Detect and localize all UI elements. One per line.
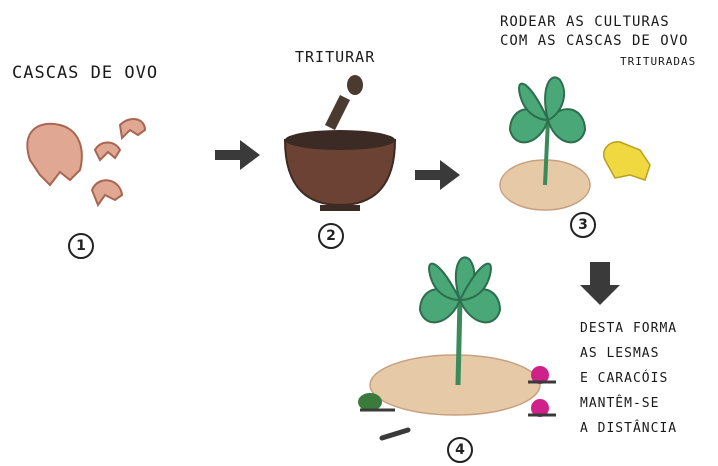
step1-number: 1	[68, 233, 94, 259]
step4-caption-line1: DESTA FORMA	[580, 322, 677, 335]
step4-number: 4	[447, 437, 473, 463]
snail-icon	[528, 366, 556, 384]
plant-step3-drawing	[500, 77, 650, 210]
glove-icon	[604, 142, 650, 180]
step3-caption-line3: TRITURADAS	[620, 56, 696, 67]
eggshells-drawing	[27, 119, 145, 205]
slug	[382, 430, 408, 438]
step3-caption-line2: COM AS CASCAS DE OVO	[500, 34, 689, 48]
step1-caption: CASCAS DE OVO	[12, 65, 158, 82]
arrow-down-icon	[580, 262, 620, 305]
stem	[458, 300, 460, 385]
step4-caption-line5: A DISTÂNCIA	[580, 422, 677, 435]
pestle-head	[347, 75, 363, 95]
step2-number: 2	[318, 223, 344, 249]
mortar-base	[320, 205, 360, 211]
step2-caption: TRITURAR	[295, 50, 375, 65]
crushed-shell-ring	[370, 355, 540, 415]
step3-caption-line1: RODEAR AS CULTURAS	[500, 15, 670, 29]
step4-caption-line4: MANTÊM-SE	[580, 397, 659, 410]
step3-number: 3	[570, 212, 596, 238]
eggshell-small-1	[95, 143, 120, 161]
mortar-pestle-drawing	[285, 75, 395, 211]
mortar-rim	[285, 130, 395, 150]
plant-step4-drawing	[358, 257, 556, 438]
snail-icon	[528, 399, 556, 417]
eggshell-small-3	[92, 180, 122, 205]
eggshell-large	[27, 124, 81, 185]
step4-caption-line3: E CARACÓIS	[580, 372, 668, 385]
pestle	[325, 95, 350, 130]
arrow-right-icon	[415, 160, 460, 190]
step4-caption-line2: AS LESMAS	[580, 347, 659, 360]
eggshell-small-2	[120, 119, 145, 138]
arrow-right-icon	[215, 140, 260, 170]
